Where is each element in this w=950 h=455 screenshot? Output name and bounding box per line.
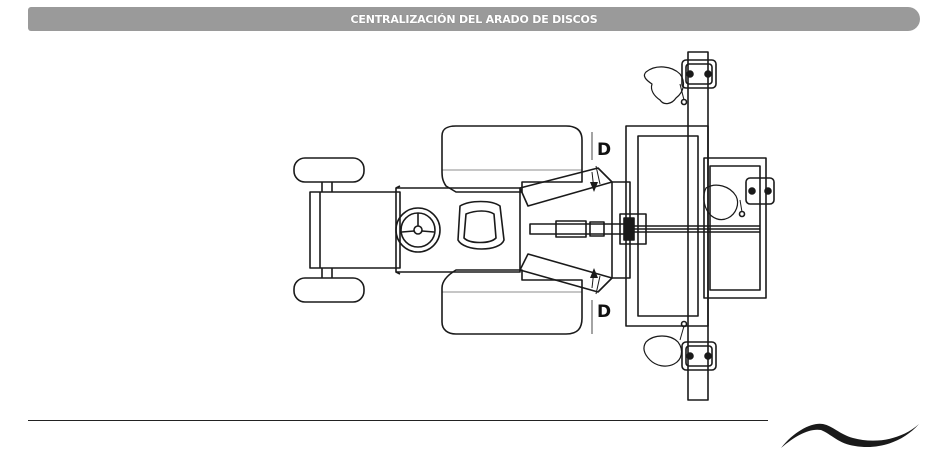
dimension-label-top: D	[597, 140, 611, 160]
front-wheel-bottom	[294, 278, 364, 302]
footer-rule	[28, 420, 768, 421]
rear-wheel-top	[442, 126, 582, 192]
disc-bottom	[644, 336, 682, 366]
rear-wheel-bottom	[442, 270, 582, 334]
disc-top	[644, 67, 683, 104]
disc-middle	[704, 185, 738, 219]
front-wheel-top	[294, 158, 364, 182]
tractor-hood	[310, 192, 400, 268]
brand-swoosh-logo	[775, 410, 925, 455]
dimension-label-bottom: D	[597, 302, 611, 322]
disc-frame	[704, 158, 766, 298]
top-link	[530, 224, 630, 234]
